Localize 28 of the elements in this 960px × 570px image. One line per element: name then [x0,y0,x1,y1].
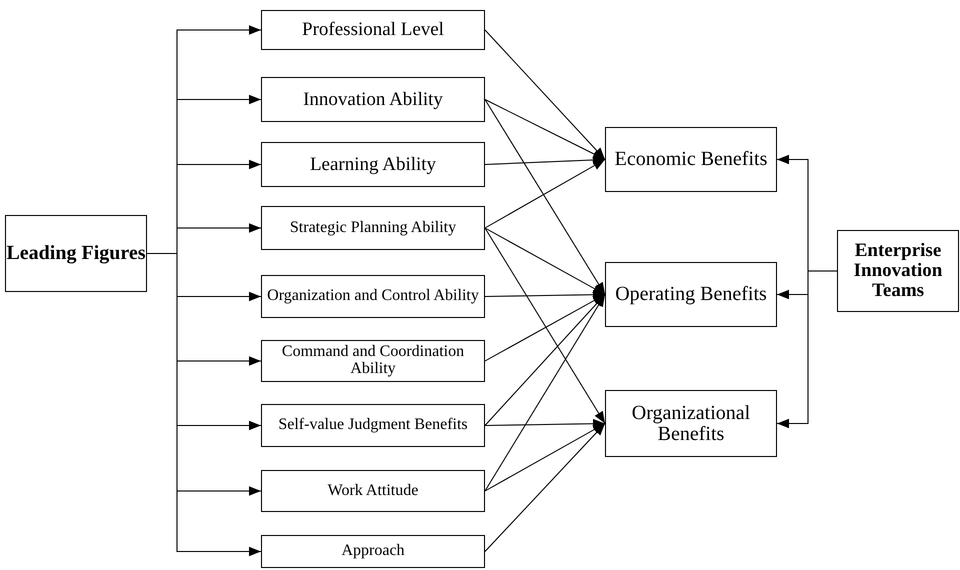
factor-box: Approach [261,535,485,568]
factor-box: Self-value Judgment Benefits [261,404,485,447]
factor-box: Command and Coordination Ability [261,340,485,382]
factor-box: Work Attitude [261,470,485,512]
factor-box: Organization and Control Ability [261,275,485,318]
arrow [484,155,606,165]
outcome-box: Organizational Benefits [605,390,777,457]
arrow [484,418,606,428]
actor-box: Enterprise Innovation Teams [837,230,959,312]
factor-box: Learning Ability [261,142,485,187]
arrow [484,423,606,552]
arrow [776,270,838,428]
factor-box: Innovation Ability [261,77,485,122]
arrow [484,294,606,362]
factor-box: Professional Level [261,10,485,50]
outcome-box: Operating Benefits [605,262,777,327]
outcome-box: Economic Benefits [605,127,777,192]
factor-box: Strategic Planning Ability [261,206,485,250]
arrow [484,228,606,295]
arrow [484,30,606,160]
arrow [484,294,606,492]
arrow [484,99,606,295]
arrow [484,228,606,424]
arrow [484,99,606,160]
arrow [484,423,606,492]
arrow [484,159,606,228]
arrow [484,290,606,300]
actor-box: Leading Figures [5,215,147,292]
